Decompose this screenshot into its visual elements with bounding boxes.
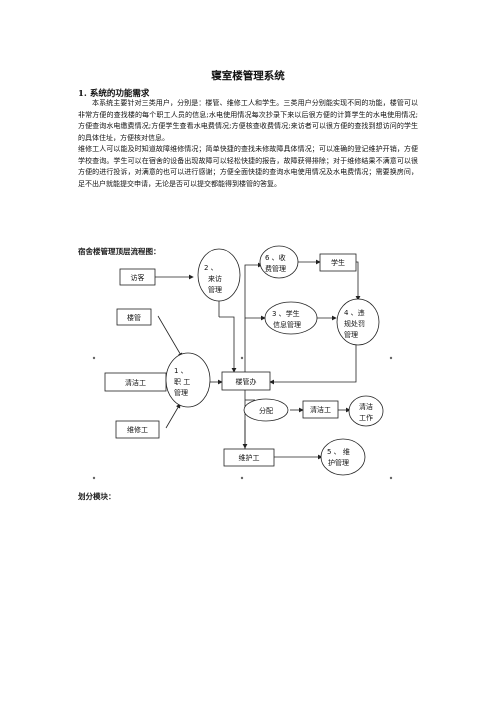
- svg-text:职 工: 职 工: [174, 378, 190, 386]
- svg-text:信息管理: 信息管理: [273, 320, 301, 329]
- node-cleaner-2: 清洁工: [302, 400, 339, 419]
- body-text: 本系统主要针对三类用户，分别是：楼管、维修工人和学生。三类用户分别能实现不同的功…: [78, 98, 418, 190]
- node-assign: 分配: [243, 398, 289, 422]
- svg-text:3 、学生: 3 、学生: [272, 309, 300, 318]
- node-office: 楼管办: [221, 371, 271, 391]
- paragraph-2: 维修工人可以能及时知道故障维修情况；简单快捷的查找未修故障具体情况；可以准确的登…: [78, 145, 418, 188]
- svg-text:清洁: 清洁: [359, 402, 373, 411]
- section-heading: 1. 系统的功能需求: [78, 89, 150, 99]
- flowchart-heading: 宿舍楼管理顶层流程图：: [78, 247, 161, 256]
- svg-text:护管理: 护管理: [328, 458, 349, 467]
- arrow-repairer-to-staffmgmt: [165, 403, 181, 429]
- svg-text:4 、违: 4 、违: [344, 309, 365, 317]
- svg-text:访客: 访客: [131, 273, 145, 282]
- connectors: [155, 259, 361, 460]
- arrow-violation-to-office: [269, 340, 357, 385]
- paragraph-1: 本系统主要针对三类用户，分别是：楼管、维修工人和学生。三类用户分别能实现不同的功…: [78, 99, 418, 142]
- arrow-manager-to-staffmgmt: [157, 315, 183, 358]
- svg-text:1 、: 1 、: [174, 367, 188, 375]
- corner-marks: [92, 356, 393, 480]
- svg-text:楼管办: 楼管办: [236, 377, 257, 386]
- svg-text:规处罚: 规处罚: [344, 319, 365, 328]
- node-student: 学生: [319, 253, 357, 272]
- svg-text:分配: 分配: [259, 406, 273, 415]
- arrow-visitmgmt-to-office: [219, 316, 237, 373]
- arrow-to-feemgmt: [244, 262, 263, 275]
- arrow-student-to-violation: [355, 261, 361, 301]
- node-fee-mgmt: 6 、收 费管理: [259, 245, 299, 279]
- svg-text:学生: 学生: [331, 258, 345, 267]
- svg-text:来访: 来访: [208, 274, 222, 283]
- svg-text:清洁工: 清洁工: [125, 378, 146, 387]
- svg-text:管理: 管理: [174, 388, 188, 397]
- svg-text:工作: 工作: [359, 413, 373, 422]
- svg-text:5 、 维: 5 、 维: [327, 447, 350, 456]
- node-visitor: 访客: [119, 268, 156, 286]
- node-maint-mgmt: 5 、 维 护管理: [320, 438, 366, 476]
- node-staff-mgmt: 1 、 职 工 管理: [165, 352, 211, 408]
- node-visitor-mgmt: 2 、 来访 管理: [197, 248, 241, 302]
- modules-heading: 划分模块：: [78, 492, 116, 501]
- svg-text:2 、: 2 、: [204, 264, 218, 272]
- node-repairer: 维修工: [115, 420, 160, 439]
- node-building-manager: 楼管: [116, 308, 152, 326]
- node-student-info: 3 、学生 信息管理: [264, 301, 318, 335]
- document-title: 寝室楼管理系统: [211, 70, 285, 82]
- node-cleaner: 清洁工: [104, 372, 167, 392]
- svg-text:费管理: 费管理: [265, 264, 286, 273]
- node-cleaning-work: 清洁 工作: [348, 395, 384, 427]
- node-violation-mgmt: 4 、违 规处罚 管理: [336, 298, 380, 346]
- svg-text:维修工: 维修工: [127, 425, 148, 434]
- svg-text:管理: 管理: [344, 330, 358, 339]
- svg-text:楼管: 楼管: [127, 313, 141, 322]
- svg-text:6 、收: 6 、收: [265, 253, 286, 262]
- svg-text:清洁工: 清洁工: [310, 405, 331, 414]
- svg-text:维护工: 维护工: [239, 453, 260, 462]
- node-maintainer: 维护工: [223, 448, 275, 467]
- svg-text:管理: 管理: [208, 285, 222, 294]
